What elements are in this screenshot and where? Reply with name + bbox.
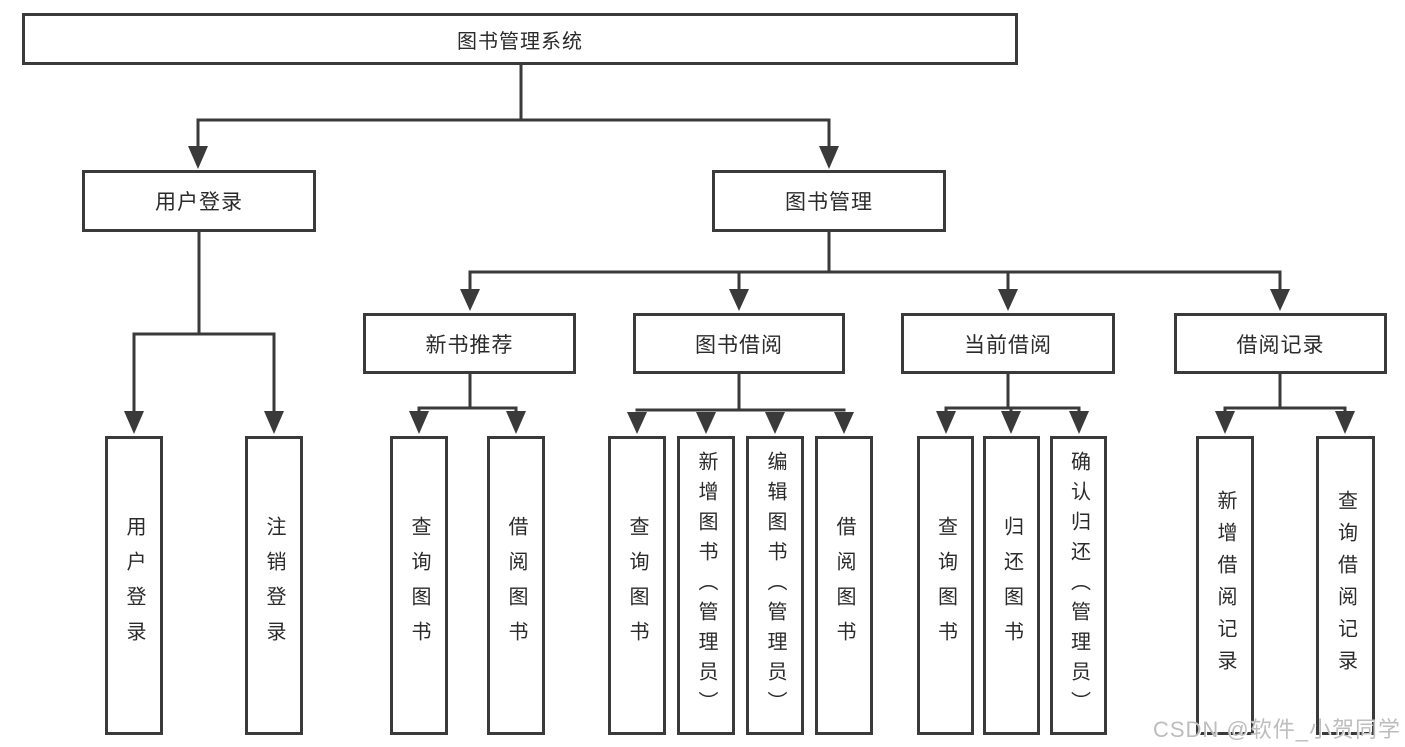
arrowhead-icon — [729, 289, 749, 311]
node-label: 新增借阅记录 — [1214, 489, 1236, 682]
node-label: 用户登录 — [123, 515, 145, 656]
arrowhead-icon — [460, 289, 480, 311]
node-new-book-recommend: 新书推荐 — [363, 313, 576, 374]
arrowhead-icon — [188, 146, 208, 169]
node-leaf-edit-book-admin: 编辑图书（管理员） — [746, 436, 804, 735]
connector-current-borrow-to-leaves — [936, 371, 1089, 434]
arrowhead-icon — [506, 411, 526, 434]
connector-book-borrow-to-leaves — [627, 371, 854, 434]
node-label: 图书管理系统 — [457, 30, 583, 53]
node-leaf-query-book-current: 查询图书 — [917, 436, 974, 735]
csdn-watermark: CSDN @软件_小贺同学 — [1152, 717, 1401, 742]
node-leaf-user-login: 用户登录 — [105, 436, 163, 735]
node-label: 借阅图书 — [505, 515, 527, 656]
arrowhead-icon — [264, 411, 284, 434]
node-label: 借阅记录 — [1236, 333, 1325, 357]
node-label: 注销登录 — [263, 515, 285, 656]
node-leaf-logout: 注销登录 — [245, 436, 303, 735]
node-leaf-query-borrow-record: 查询借阅记录 — [1316, 436, 1375, 735]
connector-user-login-to-leaves — [124, 229, 284, 434]
node-leaf-return-book: 归还图书 — [983, 436, 1040, 735]
arrowhead-icon — [765, 412, 785, 434]
node-label: 编辑图书（管理员） — [764, 450, 786, 721]
arrowhead-icon — [124, 411, 144, 434]
arrowhead-icon — [409, 411, 429, 434]
node-label: 新增图书（管理员） — [695, 450, 717, 721]
node-label: 借阅图书 — [833, 515, 855, 656]
connector-borrow-record-to-leaves — [1215, 371, 1355, 434]
node-leaf-borrow-book-rec: 借阅图书 — [487, 436, 545, 735]
node-book-borrow: 图书借阅 — [633, 313, 845, 374]
arrowhead-icon — [696, 412, 716, 434]
node-label: 图书借阅 — [695, 333, 783, 357]
node-leaf-add-book-admin: 新增图书（管理员） — [677, 436, 735, 735]
node-label: 查询图书 — [934, 515, 957, 656]
node-leaf-query-book-borrow: 查询图书 — [608, 436, 666, 735]
arrowhead-icon — [834, 412, 854, 434]
connector-book-mgmt-to-level3 — [460, 229, 1290, 311]
connector-root-to-level2 — [188, 62, 839, 169]
arrowhead-icon — [627, 412, 647, 434]
arrowhead-icon — [819, 146, 839, 169]
arrowhead-icon — [1335, 411, 1355, 434]
node-borrow-record: 借阅记录 — [1174, 313, 1387, 374]
arrowhead-icon — [1069, 411, 1089, 434]
node-label: 查询图书 — [408, 515, 430, 656]
arrowhead-icon — [1001, 411, 1021, 434]
node-current-borrow: 当前借阅 — [901, 313, 1115, 374]
node-label: 确认归还（管理员） — [1067, 450, 1090, 721]
node-label: 用户登录 — [155, 191, 243, 214]
node-root-system: 图书管理系统 — [22, 13, 1018, 65]
arrowhead-icon — [1270, 289, 1290, 311]
arrowhead-icon — [1215, 411, 1235, 434]
node-label: 图书管理 — [785, 191, 873, 214]
node-user-login-branch: 用户登录 — [82, 170, 316, 232]
node-leaf-confirm-return-admin: 确认归还（管理员） — [1050, 436, 1107, 735]
node-label: 查询借阅记录 — [1334, 489, 1357, 682]
arrowhead-icon — [936, 411, 956, 434]
node-label: 当前借阅 — [964, 333, 1052, 357]
node-label: 归还图书 — [1000, 515, 1023, 656]
node-label: 查询图书 — [626, 515, 648, 656]
connector-new-book-rec-to-leaves — [409, 371, 526, 434]
node-label: 新书推荐 — [425, 333, 514, 357]
node-leaf-borrow-book: 借阅图书 — [815, 436, 873, 735]
node-leaf-query-book-rec: 查询图书 — [390, 436, 448, 735]
node-book-mgmt-branch: 图书管理 — [712, 170, 946, 232]
arrowhead-icon — [998, 289, 1018, 311]
node-leaf-add-borrow-record: 新增借阅记录 — [1196, 436, 1254, 735]
